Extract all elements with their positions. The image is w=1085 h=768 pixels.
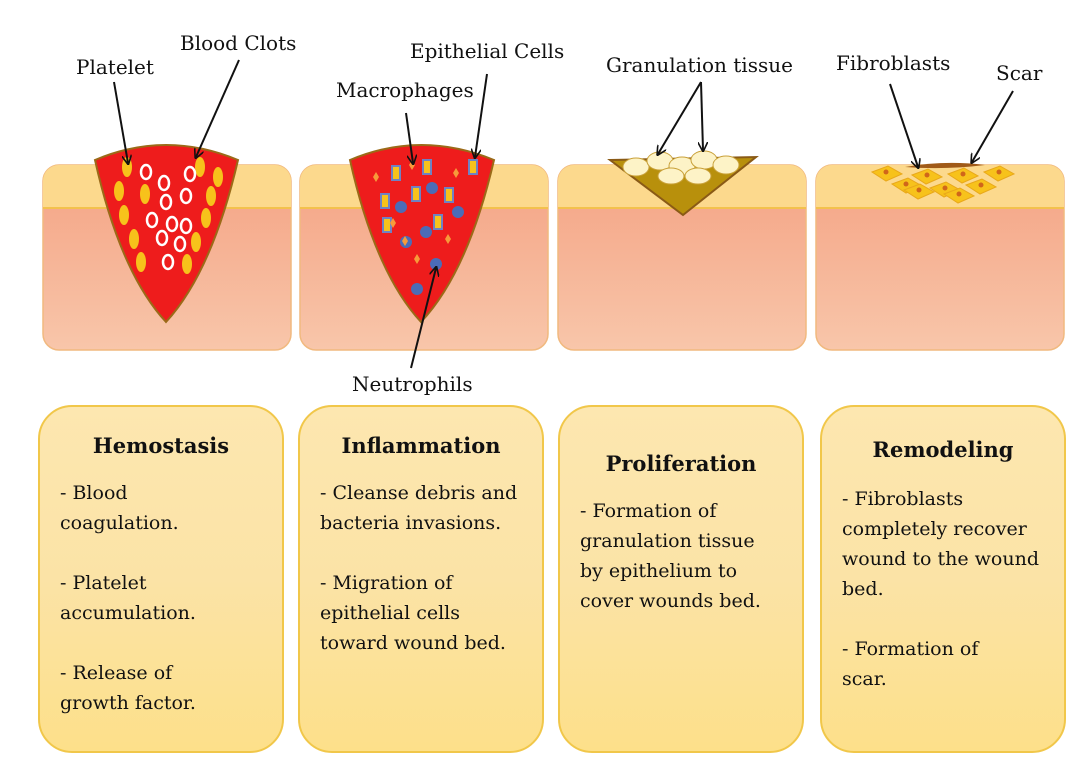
stage-point: - Formation of scar. <box>842 638 979 690</box>
arrow-granulation-right <box>701 81 703 150</box>
scar-tissue <box>905 162 985 169</box>
hemostasis-wound <box>93 144 240 324</box>
label-granulation-tissue: Granulation tissue <box>606 53 793 77</box>
wound-healing-diagram: Platelet Blood Clots Epithelial Cells Ma… <box>42 31 1065 396</box>
stage-point: - Release of growth factor. <box>60 662 196 714</box>
blood-clot-cells <box>139 163 197 271</box>
stage-point: - Formation of granulation tissue by epi… <box>580 500 761 612</box>
label-blood-clots: Blood Clots <box>180 31 296 55</box>
label-scar: Scar <box>996 61 1043 85</box>
stage-title: Proliferation <box>605 451 757 476</box>
label-neutrophils: Neutrophils <box>352 372 473 396</box>
arrow-fibroblasts <box>889 83 918 167</box>
proliferation-wound <box>607 150 759 217</box>
stage-point: - Migration of epithelial cells toward w… <box>320 572 506 654</box>
stage-title: Remodeling <box>872 437 1014 462</box>
label-fibroblasts: Fibroblasts <box>836 51 950 75</box>
platelet-cells <box>114 157 223 274</box>
stage-title: Inflammation <box>341 433 501 458</box>
stage-point: - Blood coagulation. <box>60 482 179 534</box>
pointer-arrows <box>113 59 1014 369</box>
arrow-neutrophils <box>410 268 436 369</box>
stage-point: - Fibroblasts completely recover wound t… <box>842 488 1039 600</box>
remodeling-wound <box>870 162 1016 204</box>
inflammation-wound <box>348 144 496 324</box>
granulation-cells <box>622 150 740 185</box>
stage-card-proliferation: Proliferation - Formation of granulation… <box>558 405 804 753</box>
fibroblast-nuclei <box>883 169 1002 197</box>
stage-card-inflammation: Inflammation - Cleanse debris and bacter… <box>298 405 544 753</box>
stage-point: - Platelet accumulation. <box>60 572 196 624</box>
stage-point: - Cleanse debris and bacteria invasions. <box>320 482 518 534</box>
stage-card-remodeling: Remodeling - Fibroblasts completely reco… <box>820 405 1066 753</box>
arrow-epithelial-cells <box>475 73 488 157</box>
arrow-granulation-left <box>658 81 702 154</box>
label-epithelial-cells: Epithelial Cells <box>410 39 564 63</box>
arrow-blood-clots <box>196 59 240 157</box>
arrow-macrophages <box>405 112 413 163</box>
stage-title: Hemostasis <box>92 433 230 458</box>
arrow-platelet <box>113 81 128 163</box>
arrow-scar <box>972 90 1014 162</box>
label-macrophages: Macrophages <box>336 78 474 102</box>
label-platelet: Platelet <box>76 55 154 79</box>
stage-card-hemostasis: Hemostasis - Blood coagulation. - Platel… <box>38 405 284 753</box>
macrophage-cells <box>380 159 478 233</box>
